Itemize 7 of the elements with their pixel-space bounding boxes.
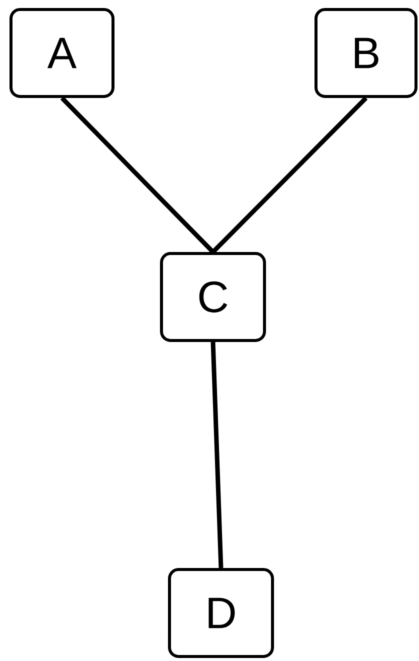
letter-box: A [10, 8, 114, 98]
letter-box: C [160, 252, 266, 342]
letter-box: B [314, 8, 418, 98]
connector-line [210, 342, 224, 568]
letter-box: D [168, 568, 274, 658]
connector-line [211, 96, 368, 254]
connector-line [60, 96, 215, 254]
